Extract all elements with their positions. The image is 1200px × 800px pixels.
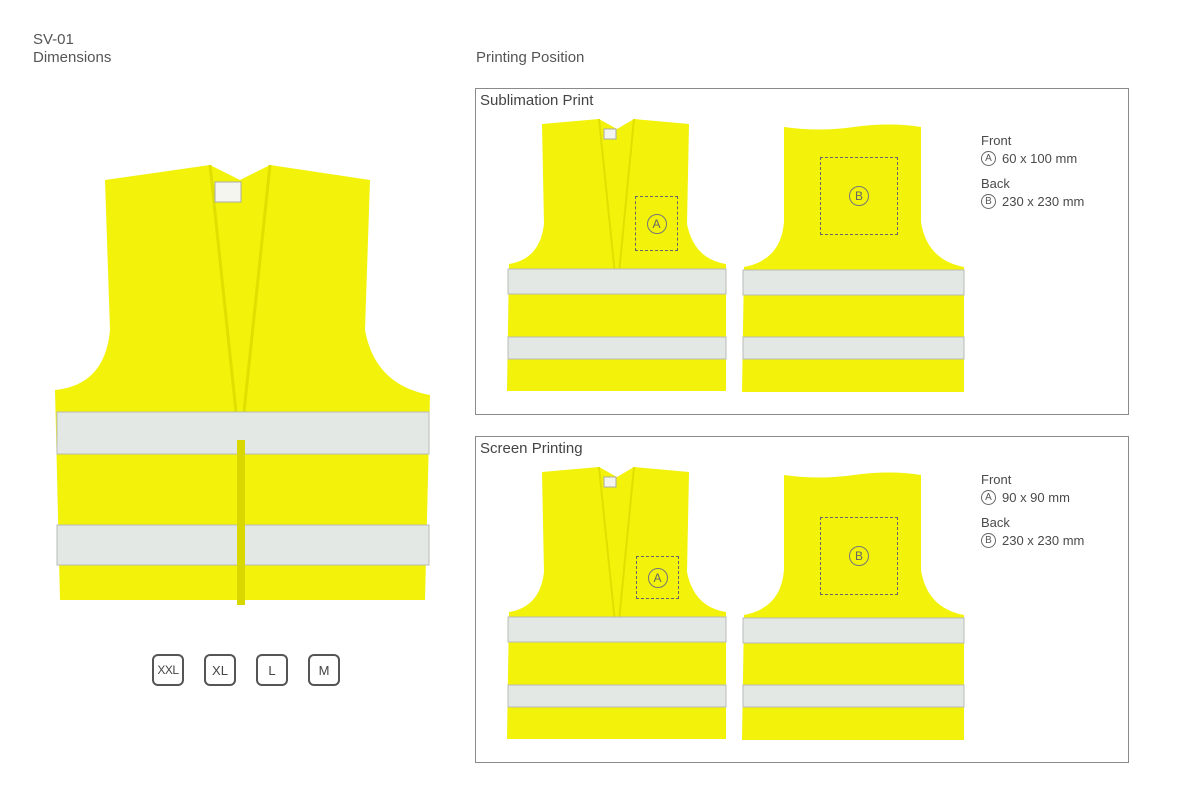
print-specs: Front A 60 x 100 mm Back B 230 x 230 mm [981, 133, 1084, 219]
panel-title: Screen Printing [480, 440, 583, 457]
back-size: 230 x 230 mm [1002, 533, 1085, 548]
marker-b-icon: B [981, 533, 996, 548]
print-specs: Front A 90 x 90 mm Back B 230 x 230 mm [981, 472, 1084, 558]
product-code: SV-01 [33, 31, 74, 48]
size-xl-button[interactable]: XL [204, 654, 236, 686]
size-selector: XXL XL L M [152, 654, 340, 686]
back-label: Back [981, 176, 1010, 191]
marker-a-icon: A [981, 151, 996, 166]
size-m-button[interactable]: M [308, 654, 340, 686]
vest-front-large-image [55, 164, 430, 605]
marker-a-icon: A [646, 213, 667, 234]
size-xxl-button[interactable]: XXL [152, 654, 184, 686]
print-zone-a: A [636, 556, 679, 599]
front-size: 60 x 100 mm [1002, 151, 1078, 166]
front-label: Front [981, 133, 1012, 148]
vest-back-image [742, 124, 965, 392]
marker-b-icon: B [981, 194, 996, 209]
screen-printing-panel: Screen Printing A B Front A 90 x 90 mm Ba… [475, 436, 1129, 763]
vest-back-image [742, 472, 965, 740]
marker-a-icon: A [981, 490, 996, 505]
print-zone-b: B [820, 517, 898, 595]
front-size: 90 x 90 mm [1002, 490, 1070, 505]
vest-front-image [507, 119, 727, 391]
panel-title: Sublimation Print [480, 92, 594, 109]
marker-a-icon: A [647, 567, 668, 588]
sublimation-print-panel: Sublimation Print A B Front A 60 x 100 mm… [475, 88, 1129, 415]
dimensions-title: Dimensions [33, 49, 112, 66]
marker-b-icon: B [849, 546, 869, 566]
marker-b-icon: B [849, 186, 869, 206]
size-l-button[interactable]: L [256, 654, 288, 686]
printing-position-title: Printing Position [476, 49, 585, 66]
print-zone-a: A [635, 196, 678, 251]
print-zone-b: B [820, 157, 898, 235]
front-label: Front [981, 472, 1012, 487]
back-size: 230 x 230 mm [1002, 194, 1085, 209]
vest-front-image [507, 467, 727, 739]
back-label: Back [981, 515, 1010, 530]
